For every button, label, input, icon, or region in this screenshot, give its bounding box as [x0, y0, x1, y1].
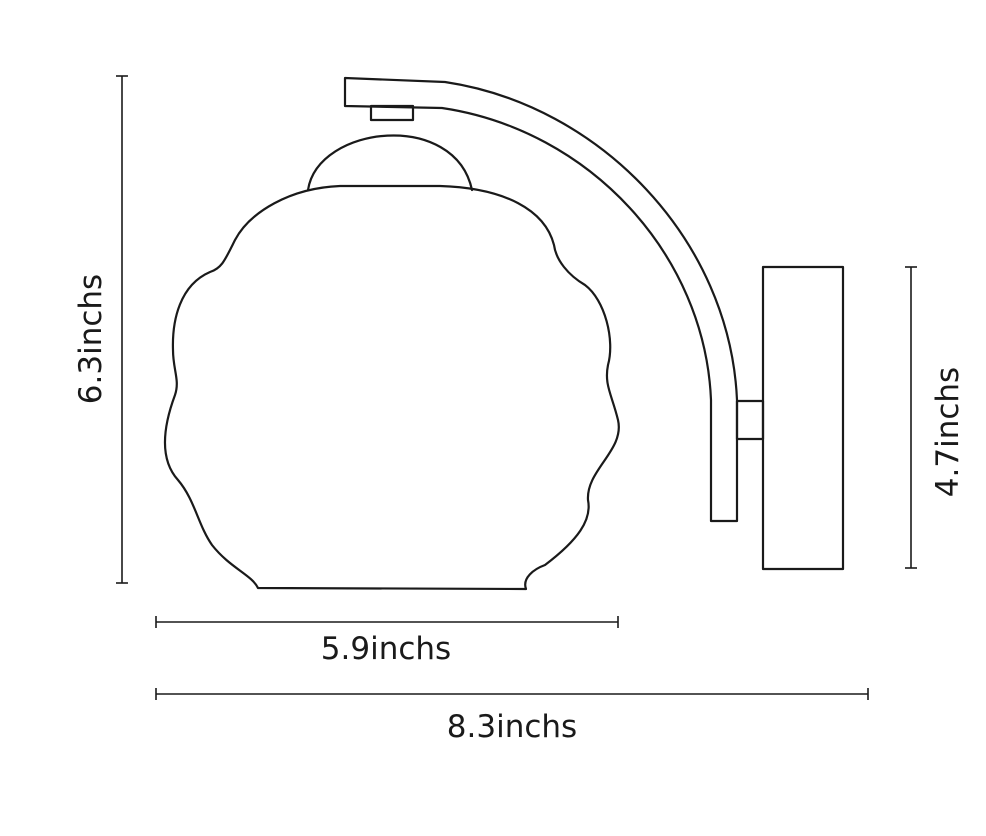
wall-backplate: [761, 265, 845, 571]
lamp-drawing: [163, 76, 845, 591]
height-backplate-label: 4.7inchs: [930, 367, 966, 497]
arm-connector: [735, 399, 765, 441]
glass-shade: [163, 184, 620, 591]
width-shade-dimension-line: [155, 616, 619, 628]
height-total-dimension-line: [116, 75, 128, 584]
socket-neck: [369, 104, 415, 122]
dimension-labels: 6.3inchs 4.7inchs 5.9inchs 8.3inchs: [73, 274, 966, 745]
arm-bracket: [343, 76, 739, 523]
width-total-label: 8.3inchs: [447, 709, 577, 745]
dimension-lines: [116, 75, 917, 700]
lamp-cap: [306, 134, 474, 192]
height-backplate-dimension-line: [905, 266, 917, 569]
width-total-dimension-line: [155, 688, 869, 700]
height-total-label: 6.3inchs: [73, 274, 109, 404]
width-shade-label: 5.9inchs: [321, 631, 451, 667]
